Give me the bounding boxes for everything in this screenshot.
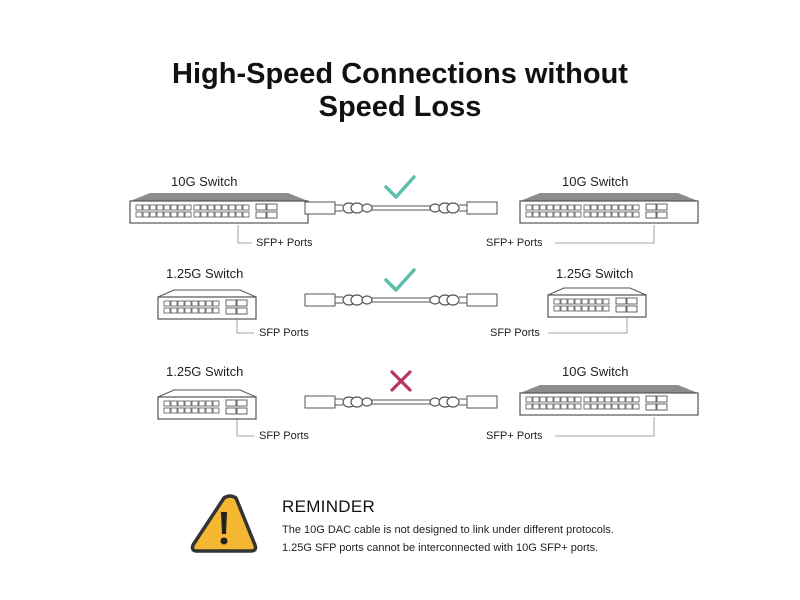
row1-left-switch xyxy=(129,192,309,224)
row1-right-ports-label: SFP+ Ports xyxy=(486,237,543,249)
row2-right-ports-label: SFP Ports xyxy=(490,327,540,339)
row2-dac-cable xyxy=(304,293,498,307)
row1-left-ports-label: SFP+ Ports xyxy=(256,237,313,249)
reminder-heading: REMINDER xyxy=(282,497,376,516)
row3-left-ports-label: SFP Ports xyxy=(259,430,309,442)
row2-left-switch xyxy=(157,289,257,320)
row3-left-switch-label: 1.25G Switch xyxy=(166,364,244,379)
row1-left-switch-label: 10G Switch xyxy=(171,174,238,189)
row3-right-ports-label: SFP+ Ports xyxy=(486,430,543,442)
title-line-2: Speed Loss xyxy=(318,91,482,123)
row3-right-switch xyxy=(519,384,699,416)
reminder-line-2: 1.25G SFP ports cannot be interconnected… xyxy=(282,542,599,554)
row2-right-switch-label: 1.25G Switch xyxy=(556,266,634,281)
row2-left-ports-label: SFP Ports xyxy=(259,327,309,339)
reminder-line-1: The 10G DAC cable is not designed to lin… xyxy=(282,524,614,536)
row2-right-switch xyxy=(547,287,647,318)
row1-right-switch-label: 10G Switch xyxy=(562,174,629,189)
page-title: High-Speed Connections without Speed Los… xyxy=(0,58,800,124)
row2-left-switch-label: 1.25G Switch xyxy=(166,266,244,281)
row3-dac-cable xyxy=(304,395,498,409)
row1-dac-cable xyxy=(304,201,498,215)
row3-cross-icon xyxy=(390,370,412,392)
warning-icon xyxy=(190,494,258,553)
row2-check-icon xyxy=(384,268,416,292)
row3-left-switch xyxy=(157,389,257,420)
title-line-1: High-Speed Connections without xyxy=(172,58,628,90)
row1-right-switch xyxy=(519,192,699,224)
row3-right-switch-label: 10G Switch xyxy=(562,364,629,379)
row1-check-icon xyxy=(384,175,416,199)
